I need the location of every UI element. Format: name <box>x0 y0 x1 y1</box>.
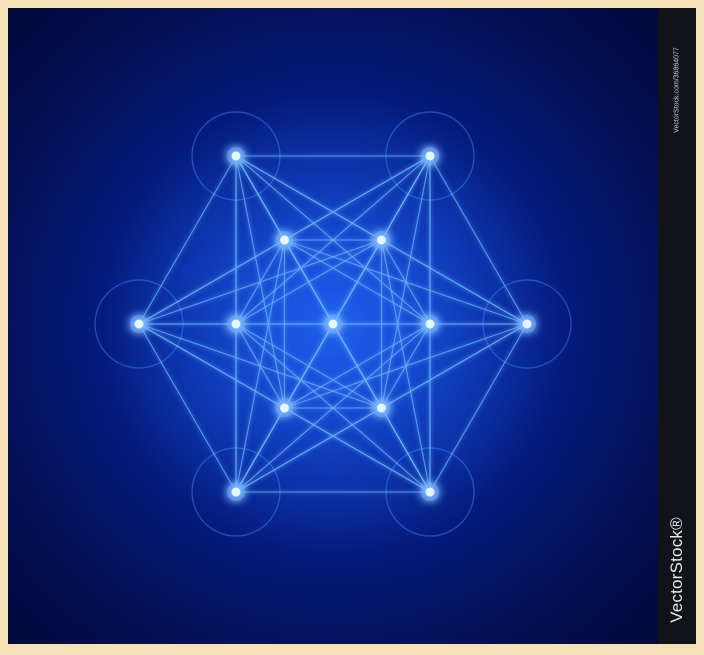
glowing-node <box>426 320 435 329</box>
glowing-node <box>232 488 241 497</box>
glowing-node <box>426 488 435 497</box>
glowing-node <box>232 320 241 329</box>
glowing-node <box>426 151 435 160</box>
watermark-id-text: VectorStock.com/36864077 <box>674 47 681 133</box>
glowing-node <box>280 235 289 244</box>
glowing-node <box>135 320 144 329</box>
glowing-node <box>523 320 532 329</box>
glowing-node <box>280 404 289 413</box>
glowing-node <box>377 235 386 244</box>
metatrons-cube-artwork <box>8 8 658 644</box>
glowing-node <box>232 151 241 160</box>
glowing-node <box>329 320 338 329</box>
watermark-brand-logo: VectorStock® <box>667 517 687 623</box>
glowing-node <box>377 404 386 413</box>
